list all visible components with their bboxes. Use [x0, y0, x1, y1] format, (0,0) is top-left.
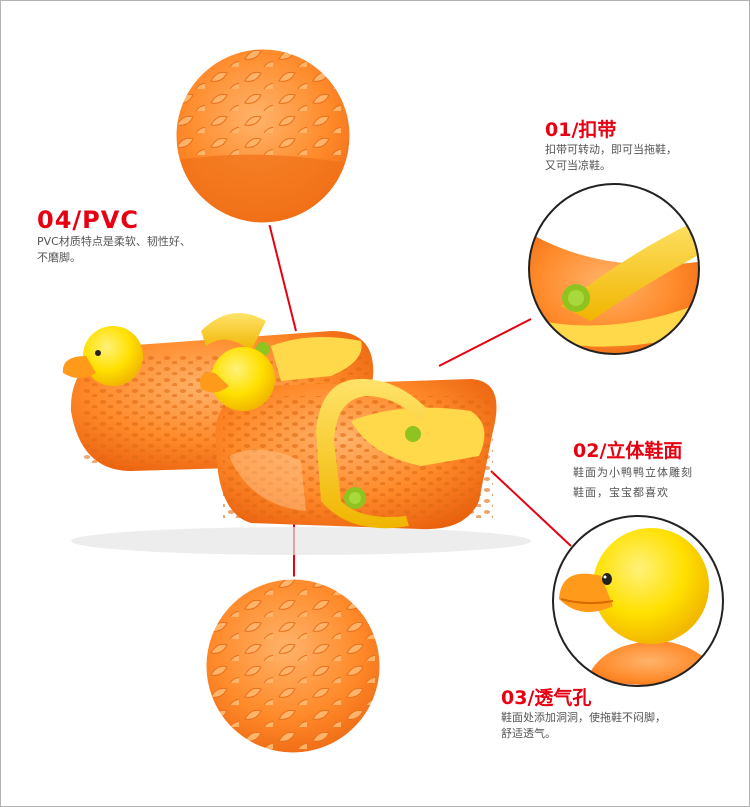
zoom-duck	[552, 515, 724, 687]
zoom-holes-bottom	[203, 576, 383, 756]
callout-holes-desc-line-2: 舒适透气。	[501, 727, 556, 740]
callout-upper-desc-line-1: 鞋面为小鸭鸭立体雕刻	[573, 466, 693, 479]
callout-strap: 01/扣带 扣带可转动，即可当拖鞋， 又可当凉鞋。	[545, 118, 677, 174]
callout-upper-desc-line-2: 鞋面，宝宝都喜欢	[573, 486, 669, 499]
callout-strap-desc-line-1: 扣带可转动，即可当拖鞋，	[545, 143, 677, 156]
callout-pvc-desc-line-2: 不磨脚。	[37, 251, 81, 264]
callout-strap-title: 01/扣带	[545, 119, 617, 141]
callout-strap-desc-line-2: 又可当凉鞋。	[545, 159, 611, 172]
callout-holes: 03/透气孔 鞋面处添加洞洞，使拖鞋不闷脚， 舒适透气。	[501, 686, 666, 742]
front-shoe	[199, 347, 497, 530]
callout-holes-desc-line-1: 鞋面处添加洞洞，使拖鞋不闷脚，	[501, 711, 666, 724]
zoom-holes-top	[173, 46, 353, 226]
callout-pvc-desc-line-1: PVC材质特点是柔软、韧性好、	[37, 235, 191, 248]
callout-holes-title: 03/透气孔	[501, 687, 592, 709]
callout-pvc: 04/PVC PVC材质特点是柔软、韧性好、 不磨脚。	[37, 206, 191, 266]
zoom-strap	[528, 183, 700, 355]
callout-upper-title: 02/立体鞋面	[573, 440, 683, 462]
callout-pvc-title: 04/PVC	[37, 206, 139, 234]
callout-upper: 02/立体鞋面 鞋面为小鸭鸭立体雕刻 鞋面，宝宝都喜欢	[573, 439, 693, 503]
